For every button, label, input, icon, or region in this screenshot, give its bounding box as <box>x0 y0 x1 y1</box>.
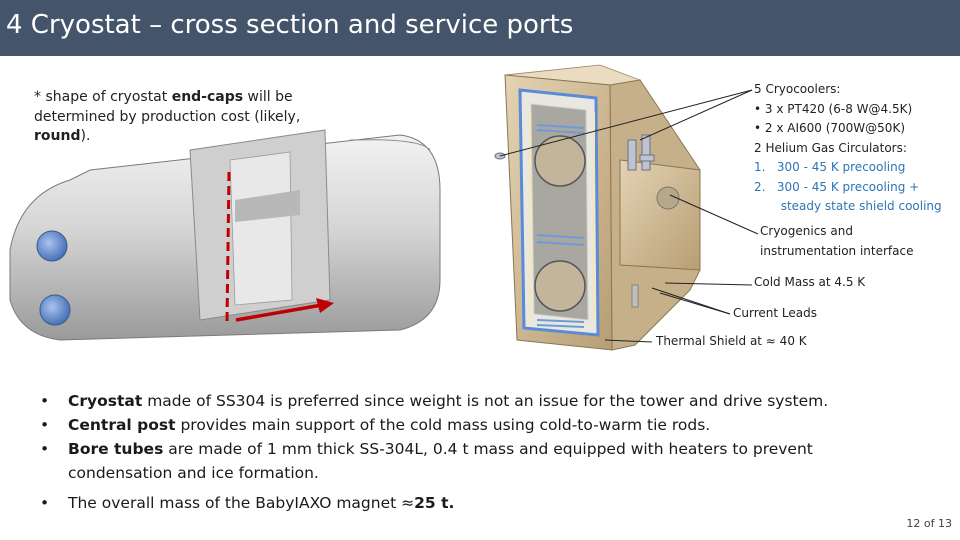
cryogenics-line-2: instrumentation interface <box>760 243 914 258</box>
cryocoolers-annotation: 5 Cryocoolers: • 3 x PT420 (6-8 W@4.5K) … <box>754 80 942 217</box>
bore-upper <box>534 135 586 187</box>
bullet-overall-mass-text: The overall mass of the BabyIAXO magnet … <box>68 494 415 512</box>
bullet-central-post: Central post provides main support of th… <box>40 413 860 437</box>
bullet-bore-tubes-bold: Bore tubes <box>68 440 164 458</box>
cryocooler-item-1: • 3 x PT420 (6-8 W@4.5K) <box>754 101 913 116</box>
instrumentation-port <box>656 186 680 210</box>
view-arrow-shaft <box>235 303 323 322</box>
circulator-item-1: 1. 300 - 45 K precooling <box>754 160 906 174</box>
bullet-cryostat-bold: Cryostat <box>68 392 143 410</box>
cold-mass-label: Cold Mass at 4.5 K <box>754 275 866 289</box>
bullet-cryostat: Cryostat made of SS304 is preferred sinc… <box>40 389 860 413</box>
current-leads-label: Current Leads <box>733 306 817 320</box>
end-caps-note: * shape of cryostat end-caps will be det… <box>34 88 324 147</box>
circulators-heading: 2 Helium Gas Circulators: <box>754 140 907 155</box>
circulator-item-2-cont: steady state shield cooling <box>754 199 942 213</box>
cryocooler-item-2: • 2 x AI600 (700W@50K) <box>754 121 905 135</box>
bullet-central-post-text: provides main support of the cold mass u… <box>175 416 711 434</box>
note-bold-round: round <box>34 128 81 144</box>
note-text-3: ). <box>80 128 91 144</box>
leader-lines <box>499 89 759 343</box>
cryogenics-annotation: Cryogenics and instrumentation interface <box>760 222 914 261</box>
bullet-bore-tubes: Bore tubes are made of 1 mm thick SS-304… <box>40 437 860 485</box>
slide-title: 4 Cryostat – cross section and service p… <box>6 10 574 40</box>
bore-lower <box>534 260 586 312</box>
cryocooler-towers <box>494 134 655 171</box>
bullet-list: Cryostat made of SS304 is preferred sinc… <box>40 389 860 521</box>
bullet-overall-mass-bold: 25 t. <box>414 494 455 512</box>
note-bold-end-caps: end-caps <box>171 89 244 105</box>
cryogenics-line-1: Cryogenics and <box>760 224 853 238</box>
page-number: 12 of 13 <box>906 517 952 530</box>
cryocoolers-heading: 5 Cryocoolers: <box>754 82 841 96</box>
bore-port-upper <box>36 230 68 262</box>
note-text-1: * shape of cryostat <box>34 89 172 105</box>
cryostat-model <box>9 129 441 341</box>
bullet-cryostat-text: made of SS304 is preferred since weight … <box>142 392 829 410</box>
circulator-item-2: 2. 300 - 45 K precooling + <box>754 179 920 194</box>
current-lead <box>631 284 639 308</box>
view-arrow-head <box>316 298 334 313</box>
bullet-overall-mass: The overall mass of the BabyIAXO magnet … <box>40 491 860 515</box>
cut-line <box>225 171 231 323</box>
thermal-shield-label: Thermal Shield at ≈ 40 K <box>656 334 807 348</box>
bore-port-lower <box>39 294 71 326</box>
bullet-central-post-bold: Central post <box>68 416 176 434</box>
title-bar <box>0 0 960 56</box>
note-text-2: will be determined by production cost (l… <box>34 89 301 125</box>
bullet-bore-tubes-text: are made of 1 mm thick SS-304L, 0.4 t ma… <box>68 440 813 482</box>
cross-section-model <box>494 64 701 351</box>
